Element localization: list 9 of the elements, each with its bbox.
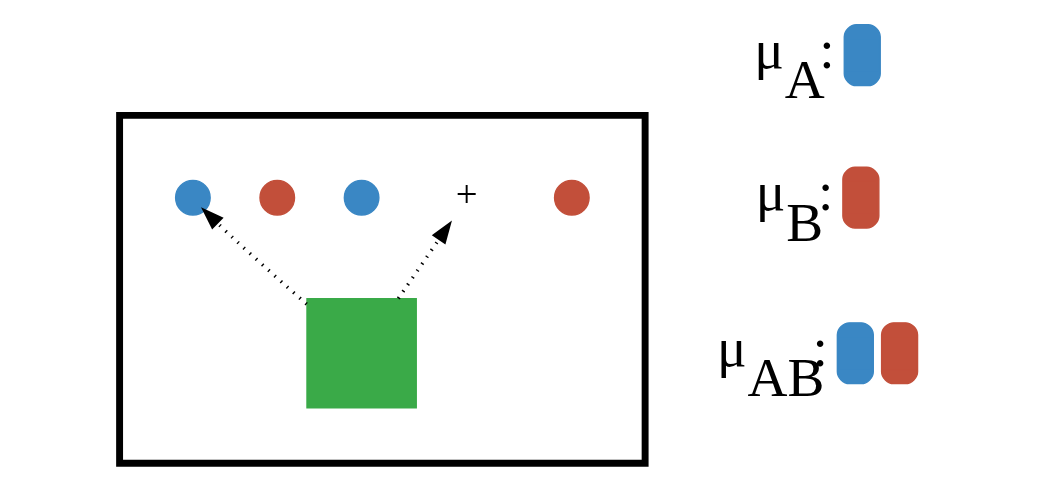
node-circle (174, 179, 211, 216)
arrow (201, 207, 308, 306)
node-circle (553, 179, 590, 216)
node-text: + (455, 172, 478, 216)
node-circle (259, 179, 296, 216)
node-circle (343, 179, 380, 216)
cluster (116, 111, 649, 467)
arrow (396, 220, 452, 300)
node-box (306, 297, 417, 409)
